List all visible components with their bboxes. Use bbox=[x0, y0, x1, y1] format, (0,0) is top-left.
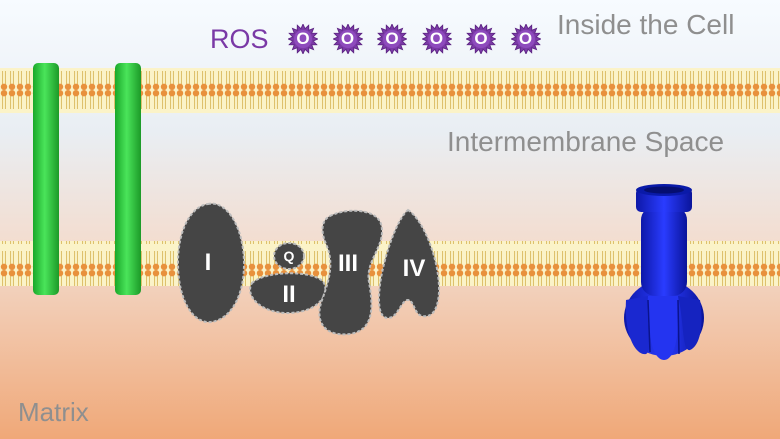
spiky-star-icon bbox=[466, 24, 496, 54]
ros-molecule-label: O bbox=[518, 29, 533, 48]
complex-i-shape bbox=[176, 202, 246, 324]
green-cylinder-icon bbox=[33, 63, 59, 295]
spiky-star-icon bbox=[510, 24, 541, 54]
spiky-star-icon bbox=[421, 24, 452, 54]
spiky-star-icon bbox=[377, 24, 407, 54]
ros-molecule-label: O bbox=[429, 29, 444, 48]
ros-molecule: O bbox=[466, 24, 496, 54]
ros-molecule: O bbox=[421, 24, 452, 54]
green-cylinder-icon bbox=[115, 63, 141, 295]
ros-molecule-label: O bbox=[474, 29, 488, 48]
matrix-label: Matrix bbox=[18, 397, 89, 427]
complex-ii-label: II bbox=[282, 281, 296, 308]
complex-ii-shape bbox=[249, 272, 327, 315]
ros-molecule: O bbox=[288, 24, 318, 54]
spiky-star-icon bbox=[288, 24, 318, 54]
ros-molecule-label: O bbox=[385, 29, 399, 48]
q-label: Q bbox=[283, 248, 295, 264]
inside-the-cell-label: Inside the Cell bbox=[557, 9, 735, 40]
ros-molecule: O bbox=[332, 24, 363, 54]
spiky-star-icon bbox=[332, 24, 363, 54]
ros-molecule-label: O bbox=[296, 29, 310, 48]
green-channel-left bbox=[33, 63, 59, 295]
ros-molecule: O bbox=[510, 24, 541, 54]
complex-iii-label: III bbox=[337, 250, 358, 277]
atp-synthase-icon bbox=[624, 184, 704, 360]
intermembrane-space-label: Intermembrane Space bbox=[447, 126, 725, 157]
complex-iv-label: IV bbox=[402, 255, 426, 282]
q-shape bbox=[273, 242, 305, 270]
complex-iii-shape bbox=[318, 209, 384, 336]
complex-iv-shape bbox=[377, 208, 441, 320]
ros-molecule-label: O bbox=[340, 29, 355, 48]
complex-i-label: I bbox=[204, 249, 212, 276]
green-channel-right bbox=[115, 63, 141, 295]
ros-label: ROS bbox=[210, 24, 269, 54]
ros-molecule: O bbox=[377, 24, 407, 54]
